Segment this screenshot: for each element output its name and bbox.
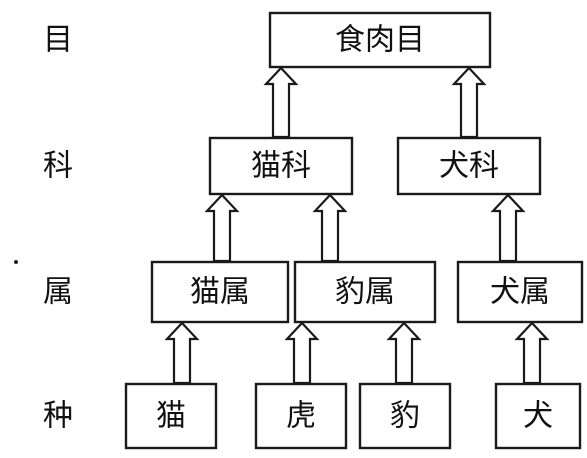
scan-speck bbox=[14, 260, 18, 264]
node-label-dog: 犬 bbox=[523, 399, 553, 434]
node-canidae: 犬科 bbox=[396, 136, 542, 196]
node-box-leopard bbox=[358, 382, 452, 450]
arrow-tiger-to-panthera bbox=[284, 321, 320, 385]
node-label-leopard: 豹 bbox=[390, 399, 420, 434]
node-tiger: 虎 bbox=[254, 382, 348, 450]
node-carnivora: 食肉目 bbox=[268, 11, 492, 69]
node-label-carnivora: 食肉目 bbox=[335, 23, 425, 58]
node-box-canidae bbox=[396, 136, 542, 196]
node-box-tiger bbox=[254, 382, 348, 450]
node-label-panthera: 豹属 bbox=[335, 275, 395, 310]
node-label-canis: 犬属 bbox=[490, 275, 550, 310]
node-label-tiger: 虎 bbox=[286, 399, 316, 434]
node-canis: 犬属 bbox=[456, 260, 584, 324]
arrow-leopard-to-panthera bbox=[386, 321, 422, 385]
node-felis: 猫属 bbox=[150, 260, 290, 324]
arrow-felidae-to-carnivora bbox=[263, 66, 299, 139]
node-label-felis: 猫属 bbox=[190, 275, 250, 310]
node-box-felidae bbox=[208, 136, 354, 196]
node-dog: 犬 bbox=[494, 382, 582, 450]
node-box-carnivora bbox=[268, 11, 492, 69]
level-label-species: 种 bbox=[43, 399, 73, 434]
level-label-genus: 属 bbox=[43, 275, 73, 310]
hierarchy-arrows bbox=[164, 66, 550, 385]
arrow-cat-to-felis bbox=[164, 321, 200, 385]
node-label-felidae: 猫科 bbox=[251, 149, 311, 184]
arrow-dog-to-canis bbox=[514, 321, 550, 385]
node-label-cat: 猫 bbox=[156, 399, 186, 434]
arrow-felis-to-felidae bbox=[204, 193, 240, 263]
node-label-canidae: 犬科 bbox=[439, 149, 499, 184]
level-label-family: 科 bbox=[43, 149, 73, 184]
arrow-canis-to-canidae bbox=[490, 193, 526, 263]
node-panthera: 豹属 bbox=[293, 260, 437, 324]
node-box-panthera bbox=[293, 260, 437, 324]
node-box-canis bbox=[456, 260, 584, 324]
node-felidae: 猫科 bbox=[208, 136, 354, 196]
arrow-panthera-to-felidae bbox=[312, 193, 348, 263]
arrow-canidae-to-carnivora bbox=[451, 66, 487, 139]
node-box-cat bbox=[124, 382, 218, 450]
node-cat: 猫 bbox=[124, 382, 218, 450]
node-leopard: 豹 bbox=[358, 382, 452, 450]
node-box-dog bbox=[494, 382, 582, 450]
level-label-order: 目 bbox=[43, 23, 73, 58]
node-box-felis bbox=[150, 260, 290, 324]
